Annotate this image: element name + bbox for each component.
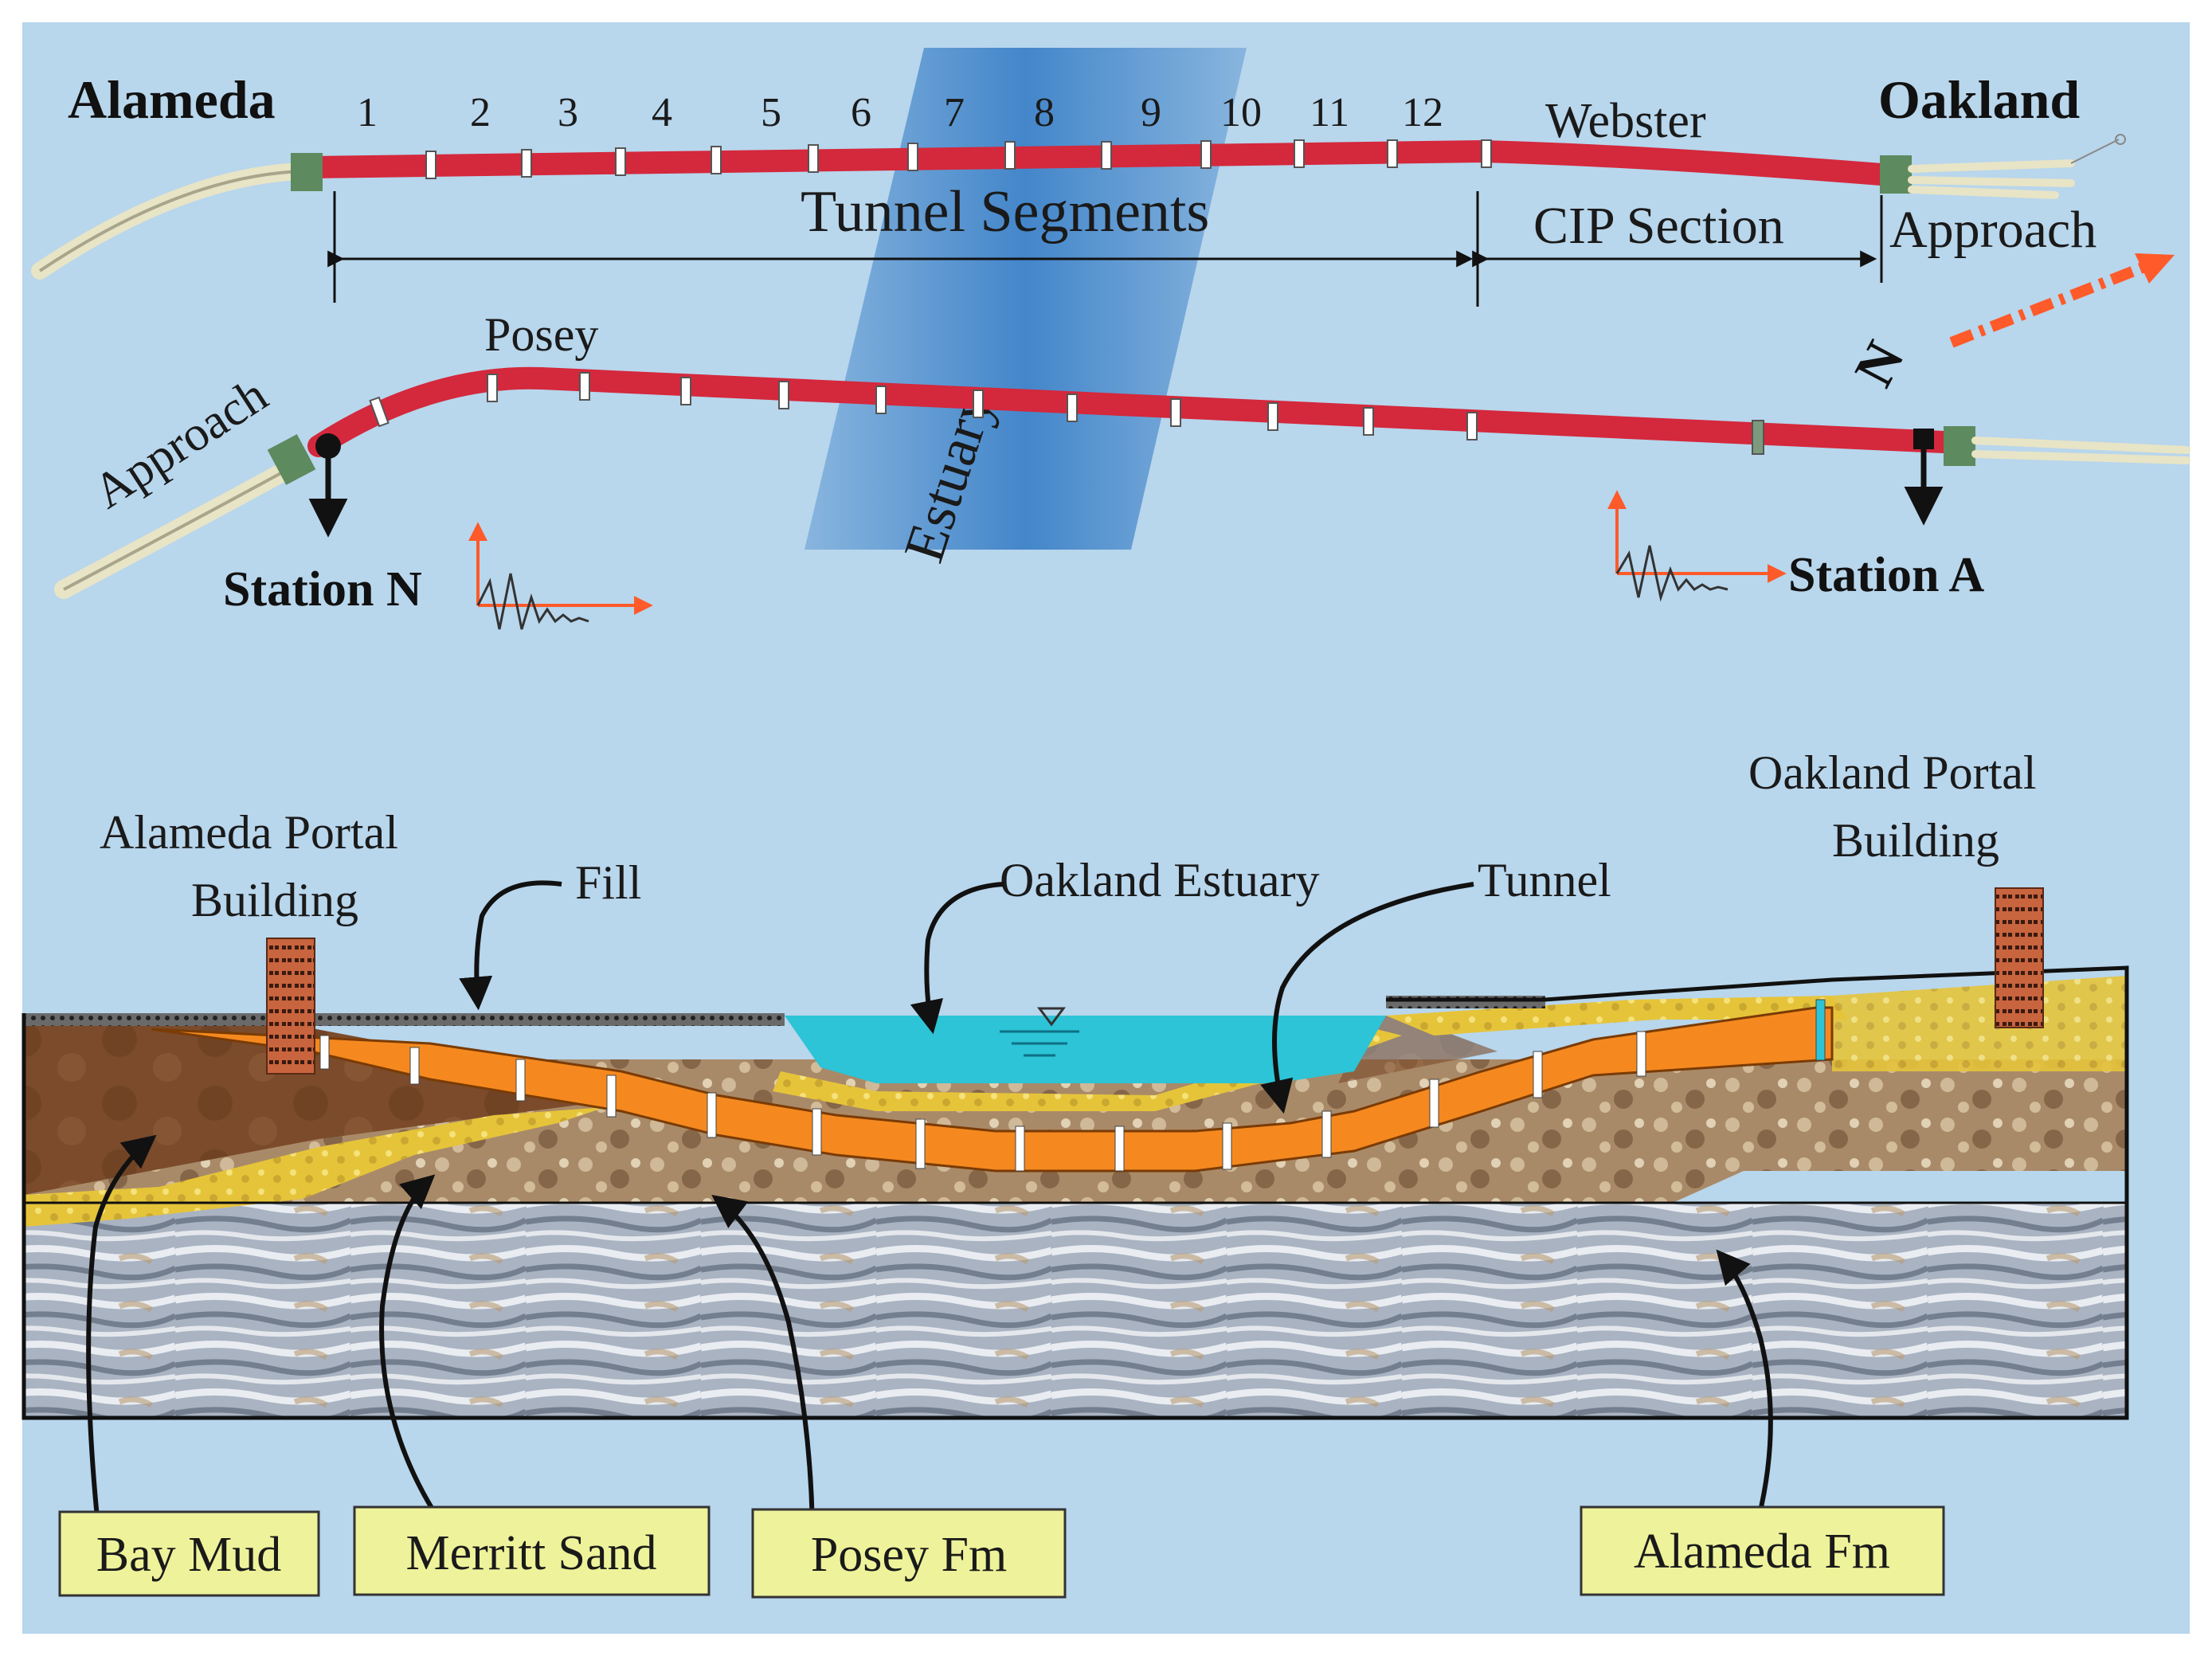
segment-number: 10 — [1220, 90, 1262, 135]
cip-section-label: CIP Section — [1533, 197, 1784, 255]
posey-label: Posey — [484, 308, 598, 361]
station-a-label: Station A — [1788, 548, 1985, 602]
oakland-label: Oakland — [1878, 69, 2080, 130]
legend-label: Bay Mud — [96, 1528, 282, 1582]
segment-number: 5 — [761, 90, 781, 135]
dimension-lines — [327, 191, 1883, 307]
webster-oakland-portal — [1880, 155, 1912, 194]
segment-number: 9 — [1141, 90, 1161, 135]
legend-item-bay-mud: Bay Mud — [58, 1510, 320, 1597]
north-arrow — [1949, 253, 2175, 348]
segment-number: 12 — [1402, 90, 1443, 135]
posey-tube — [54, 366, 2190, 599]
segment-number: 4 — [652, 90, 672, 135]
legend-item-merritt-sand: Merritt Sand — [353, 1505, 711, 1596]
webster-joints — [425, 139, 1492, 179]
oakland-portal-label-line2: Building — [1832, 814, 1999, 867]
fill-layer — [24, 1013, 785, 1026]
tunnel-label: Tunnel — [1478, 854, 1611, 906]
alameda-portal-label-line1: Alameda Portal — [100, 806, 398, 859]
oakland-portal-label-line1: Oakland Portal — [1748, 746, 2037, 799]
seismograph-icon — [468, 522, 653, 630]
legend-item-posey-fm: Posey Fm — [751, 1508, 1067, 1599]
tunnel-segments-label: Tunnel Segments — [801, 179, 1209, 245]
segment-number: 11 — [1310, 90, 1349, 135]
segment-numbers: 1 2 3 4 5 6 7 8 9 10 11 12 — [357, 90, 1443, 135]
webster-approach-label: Approach — [1889, 201, 2097, 259]
legend-label: Alameda Fm — [1634, 1525, 1890, 1579]
oakland-estuary-label: Oakland Estuary — [1000, 854, 1320, 906]
alameda-portal-building-icon — [266, 938, 315, 1075]
webster-alameda-portal — [291, 153, 323, 191]
legend-label: Posey Fm — [811, 1528, 1007, 1582]
segment-number: 7 — [944, 90, 965, 135]
posey-tube-body — [307, 366, 1955, 457]
fill-label: Fill — [575, 856, 641, 909]
geologic-section — [22, 887, 2129, 1420]
estuary-band — [805, 48, 1247, 550]
legend-item-alameda-fm: Alameda Fm — [1580, 1505, 1945, 1596]
seismograph-icon — [1607, 490, 1787, 602]
segment-number: 1 — [357, 90, 378, 135]
estuary-water — [785, 1016, 1386, 1083]
webster-tube-body — [300, 139, 1903, 186]
alameda-fm-layer — [24, 1203, 2127, 1418]
tunnel-joints — [319, 999, 1826, 1172]
alameda-portal-label-line2: Building — [191, 874, 358, 926]
webster-label: Webster — [1545, 94, 1706, 148]
segment-number: 6 — [851, 90, 871, 135]
posey-joints — [369, 372, 1764, 455]
segment-number: 3 — [558, 90, 578, 135]
legend: Bay Mud Merritt Sand Posey Fm Alameda Fm — [58, 1505, 1945, 1599]
station-n-label: Station N — [223, 562, 422, 617]
segment-number: 8 — [1034, 90, 1055, 135]
merritt-sand-layer — [24, 1107, 605, 1227]
oakland-portal-building-icon — [1995, 887, 2044, 1028]
webster-tube — [31, 134, 2126, 280]
posey-oakland-portal — [1944, 426, 1975, 466]
legend-label: Merritt Sand — [405, 1526, 656, 1580]
tunnel-section — [151, 1006, 1834, 1173]
alameda-label: Alameda — [68, 69, 276, 130]
callout-arrows — [86, 880, 1773, 1543]
posey-alameda-portal — [267, 434, 316, 485]
segment-number: 2 — [470, 90, 491, 135]
station-a-marker — [1904, 429, 1944, 526]
station-n-marker — [308, 433, 348, 538]
